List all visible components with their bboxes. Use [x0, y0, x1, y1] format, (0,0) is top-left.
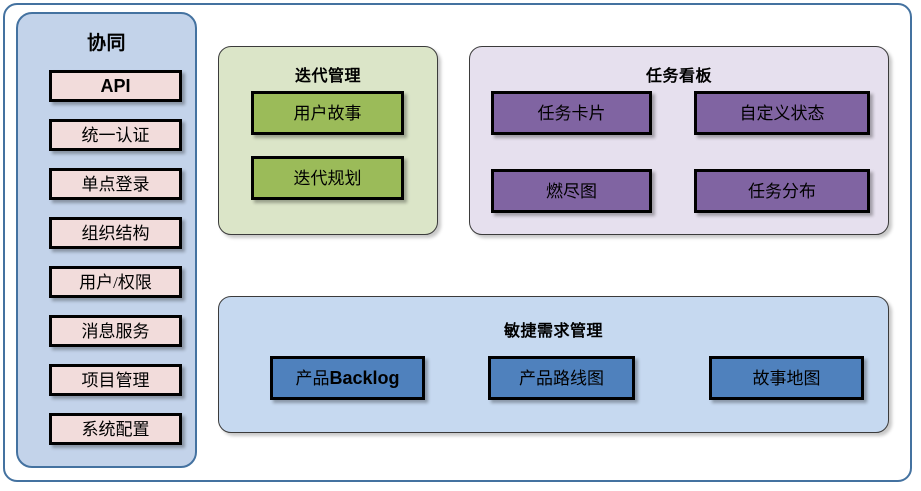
node-task-distribution[interactable]: 任务分布: [694, 169, 870, 213]
group-collaboration[interactable]: 协同 API 统一认证 单点登录 组织结构 用户/权限 消息服务 项目管理 系统…: [16, 12, 197, 468]
node-iteration-planning[interactable]: 迭代规划: [251, 156, 404, 200]
node-api[interactable]: API: [49, 70, 182, 102]
group-agile-requirement-management-title: 敏捷需求管理: [503, 323, 603, 340]
node-story-map[interactable]: 故事地图: [709, 356, 864, 400]
node-system-config[interactable]: 系统配置: [49, 413, 182, 445]
node-burndown-chart[interactable]: 燃尽图: [491, 169, 652, 213]
node-user-permission[interactable]: 用户/权限: [49, 266, 182, 298]
node-unified-auth[interactable]: 统一认证: [49, 119, 182, 151]
node-product-backlog-latin: Backlog: [329, 368, 400, 388]
node-org-structure[interactable]: 组织结构: [49, 217, 182, 249]
group-task-board-title: 任务看板: [645, 68, 712, 85]
node-project-management[interactable]: 项目管理: [49, 364, 182, 396]
node-user-story[interactable]: 用户故事: [251, 91, 404, 135]
group-task-board[interactable]: 任务看板 任务卡片 自定义状态 燃尽图 任务分布: [469, 46, 889, 235]
group-iteration-management-title: 迭代管理: [294, 68, 361, 85]
node-custom-status[interactable]: 自定义状态: [694, 91, 870, 135]
node-product-backlog-cjk: 产品: [295, 368, 330, 388]
group-collaboration-title: 协同: [86, 33, 126, 54]
group-iteration-management[interactable]: 迭代管理 用户故事 迭代规划: [218, 46, 438, 235]
node-single-sign-on[interactable]: 单点登录: [49, 168, 182, 200]
node-product-roadmap[interactable]: 产品路线图: [488, 356, 635, 400]
node-task-card[interactable]: 任务卡片: [491, 91, 652, 135]
node-message-service[interactable]: 消息服务: [49, 315, 182, 347]
